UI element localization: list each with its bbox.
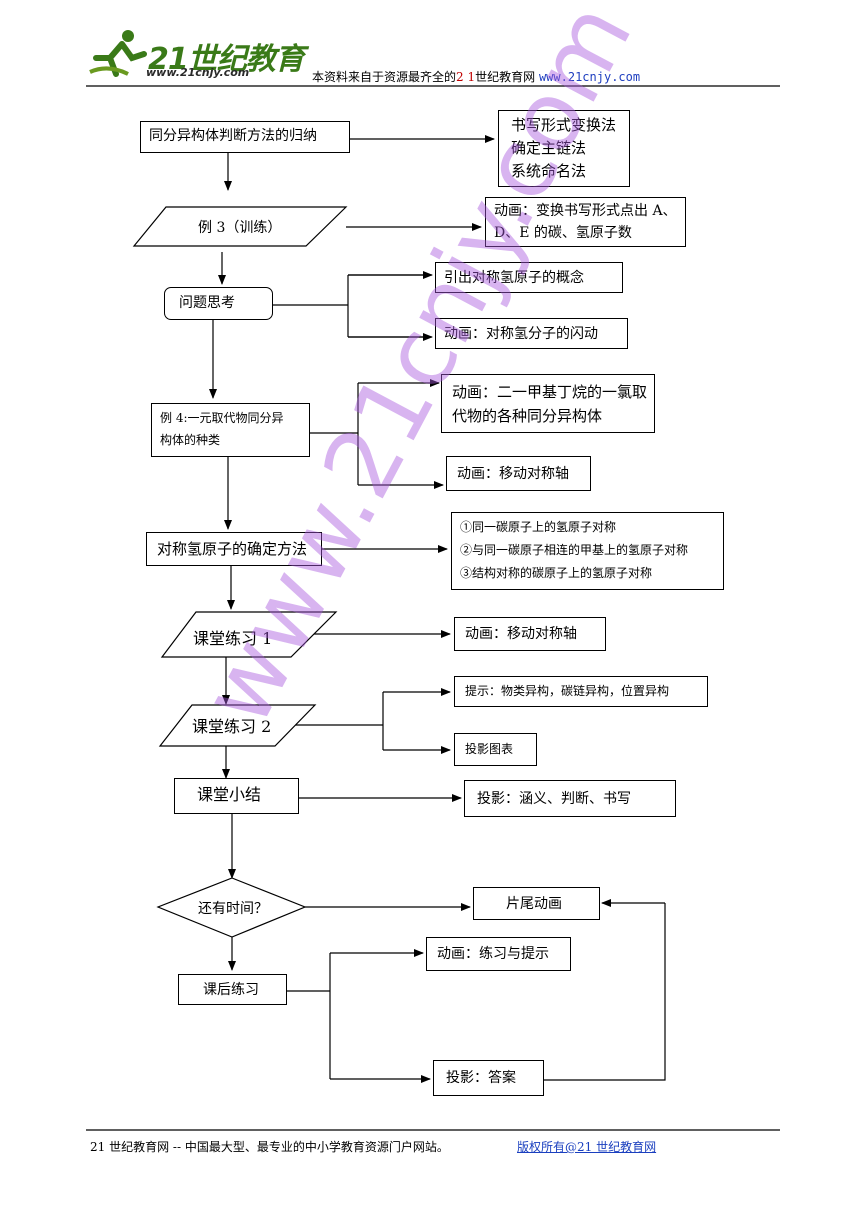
answer-box: 投影：答案: [433, 1060, 544, 1096]
time-question-label: 还有时间？: [198, 901, 268, 917]
methods-box: 书写形式变换法 确定主链法 系统命名法: [498, 110, 630, 187]
method-item: 系统命名法: [511, 162, 587, 180]
logo-url: www.21cnjy.com: [146, 66, 250, 79]
branch-question: [273, 274, 430, 338]
practice1-label: 课堂练习 1: [193, 629, 273, 648]
axis-box-2: 动画：移动对称轴: [454, 617, 606, 651]
example4-line: 构体的种类: [160, 433, 221, 447]
anim2-line: 动画：二一甲基丁烷的一氯取: [452, 383, 648, 401]
homework-box: 课后练习: [178, 974, 287, 1005]
example4-box: 例 4:一元取代物同分异 构体的种类: [151, 403, 310, 457]
question-box: 问题思考: [164, 287, 273, 320]
practice2-label: 课堂练习 2: [192, 717, 272, 736]
method-box: 对称氢原子的确定方法: [146, 532, 322, 566]
footer-text: 21 世纪教育网 -- 中国最大型、最专业的中小学教育资源门户网站。: [90, 1140, 449, 1154]
example4-line: 例 4:一元取代物同分异: [160, 411, 284, 425]
loop-answer-ending: [544, 903, 666, 1081]
anim2-line: 代物的各种同分异构体: [452, 407, 603, 425]
method-item: 书写形式变换法: [511, 116, 617, 134]
chart-box: 投影图表: [454, 733, 537, 766]
footer-copyright-link[interactable]: 版权所有@21 世纪教育网: [517, 1140, 657, 1154]
ending-anim-box: 片尾动画: [473, 887, 600, 920]
practice2-parallelogram: [158, 704, 317, 747]
summary-box: 同分异构体判断方法的归纳: [140, 121, 350, 153]
class-summary-box: 课堂小结: [174, 778, 299, 814]
axis-box-1: 动画：移动对称轴: [446, 456, 591, 491]
branch-homework: [287, 953, 331, 1079]
rule-item: ①同一碳原子上的氢原子对称: [460, 520, 617, 534]
anim2-box: 动画：二一甲基丁烷的一氯取 代物的各种同分异构体: [441, 374, 655, 433]
anim-practice-box: 动画：练习与提示: [426, 937, 571, 971]
decision-diamond: [156, 877, 307, 938]
rules-box: ①同一碳原子上的氢原子对称 ②与同一碳原子相连的甲基上的氢原子对称 ③结构对称的…: [451, 512, 724, 590]
header-note-url[interactable]: www.21cnjy.com: [538, 70, 641, 84]
method-item: 确定主链法: [511, 139, 587, 157]
rule-item: ②与同一碳原子相连的甲基上的氢原子对称: [460, 543, 689, 557]
header-note-prefix: 本资料来自于资源最齐全的: [312, 70, 457, 84]
header-note-red: 2 1: [456, 70, 476, 84]
branch-example4: [310, 383, 359, 485]
anim1-line: 动画：变换书写形式点出 A、: [494, 203, 677, 219]
anim1-box: 动画：变换书写形式点出 A、 D、E 的碳、氢原子数: [485, 197, 686, 247]
logo-text: 21世纪教育: [148, 42, 305, 77]
header-note-mid: 世纪教育网: [475, 70, 536, 84]
flash-box: 动画：对称氢分子的闪动: [435, 318, 628, 349]
logo-runner-icon: [89, 30, 147, 77]
concept-box: 引出对称氢原子的概念: [435, 262, 623, 293]
rule-item: ③结构对称的碳原子上的氢原子对称: [460, 566, 653, 580]
practice1-parallelogram: [160, 611, 338, 658]
anim1-line: D、E 的碳、氢原子数: [494, 225, 632, 241]
example3-label: 例 3（训练）: [198, 220, 282, 236]
projection-summary-box: 投影：涵义、判断、书写: [464, 780, 676, 817]
header-note: 本资料来自于资源最齐全的2 1世纪教育网 www.21cnjy.com: [312, 68, 640, 85]
example3-parallelogram: [132, 206, 348, 247]
hint-box: 提示：物类异构，碳链异构，位置异构: [454, 676, 708, 707]
